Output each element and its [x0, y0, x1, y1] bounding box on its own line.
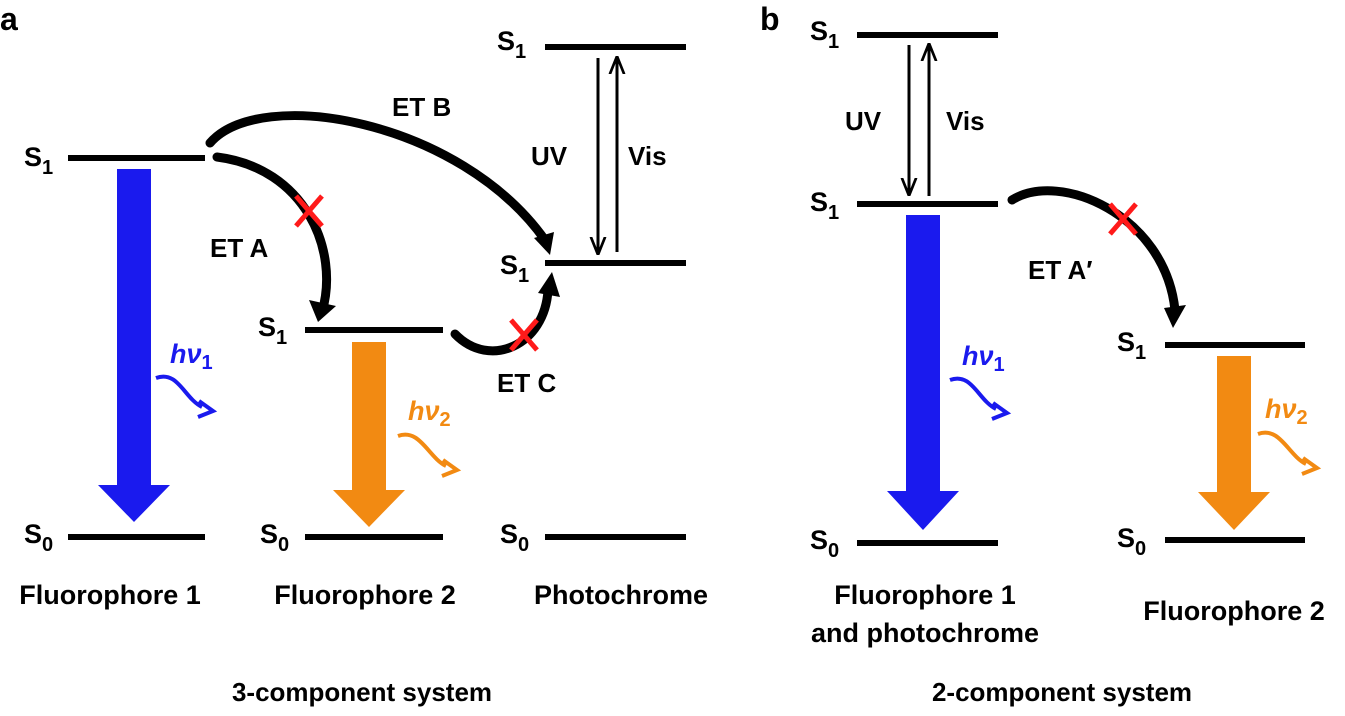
vis-label-b: Vis: [946, 106, 985, 136]
et-a-arrowhead: [309, 300, 336, 322]
photon-squiggle-blue-b: [949, 376, 998, 411]
state-label-f1-s0: S0: [24, 519, 53, 556]
panel-label-a: a: [0, 1, 18, 37]
et-c-arrowhead: [538, 272, 560, 297]
photon-arrowhead-orange-a: [441, 458, 462, 478]
et-a-prime-blocked-cross: [1108, 202, 1138, 236]
et-c-blocked-cross: [509, 318, 539, 352]
photon-arrowhead-blue-b: [991, 401, 1012, 421]
state-label-f2-s0: S0: [260, 519, 289, 556]
et-b-label: ET B: [392, 92, 451, 122]
system-label-b: 2-component system: [932, 677, 1192, 707]
emission-arrow-blue-b: [887, 215, 959, 530]
et-a-label: ET A: [210, 233, 268, 263]
et-a-arrow: [212, 152, 332, 317]
state-label-b-s0: S0: [810, 525, 839, 562]
hv1-label-a: hν1: [170, 339, 213, 374]
emission-arrow-orange-a: [333, 342, 405, 527]
state-label-pc-s0: S0: [500, 519, 529, 556]
hv2-label-a: hν2: [408, 396, 451, 431]
et-b-arrow: [205, 111, 550, 245]
component-fluorophore2-b: Fluorophore 2: [1143, 596, 1325, 626]
et-a-prime-arrowhead: [1164, 305, 1186, 328]
hv2-label-b: hν2: [1265, 394, 1308, 429]
et-c-label: ET C: [497, 368, 556, 398]
state-label-f1-s1: S1: [24, 142, 53, 179]
photon-squiggle-orange-a: [397, 432, 448, 468]
photon-arrowhead-orange-b: [1301, 456, 1322, 476]
state-label-pc-s1-lower: S1: [500, 250, 529, 287]
panel-label-b: b: [760, 1, 780, 37]
state-label-b-f2-s1: S1: [1117, 327, 1146, 364]
photon-squiggle-blue-a: [155, 374, 204, 409]
uv-label-b: UV: [845, 106, 882, 136]
et-a-prime-label: ET A′: [1028, 255, 1093, 285]
uv-label-a: UV: [531, 141, 568, 171]
component-fluorophore2-a: Fluorophore 2: [274, 580, 456, 610]
et-a-blocked-cross: [294, 194, 324, 228]
state-label-b-f2-s0: S0: [1117, 523, 1146, 560]
emission-arrow-blue-a: [98, 169, 170, 522]
hv1-label-b: hν1: [962, 341, 1005, 376]
system-label-a: 3-component system: [232, 677, 492, 707]
component-f1-photochrome-line1-b: Fluorophore 1: [834, 580, 1016, 610]
vis-label-a: Vis: [628, 141, 667, 171]
state-label-f2-s1: S1: [258, 312, 287, 349]
component-f1-photochrome-line2-b: and photochrome: [811, 618, 1039, 648]
state-label-b-upper: S1: [810, 16, 839, 53]
photon-arrowhead-blue-a: [197, 399, 218, 419]
et-b-arrowhead: [534, 232, 554, 255]
component-fluorophore1-a: Fluorophore 1: [19, 580, 201, 610]
et-a-prime-arrow: [1007, 186, 1180, 315]
photon-squiggle-orange-b: [1257, 430, 1308, 466]
component-photochrome-a: Photochrome: [534, 580, 708, 610]
state-label-pc-s1-upper: S1: [497, 26, 526, 63]
emission-arrow-orange-b: [1198, 356, 1270, 530]
state-label-b-lower: S1: [810, 187, 839, 224]
